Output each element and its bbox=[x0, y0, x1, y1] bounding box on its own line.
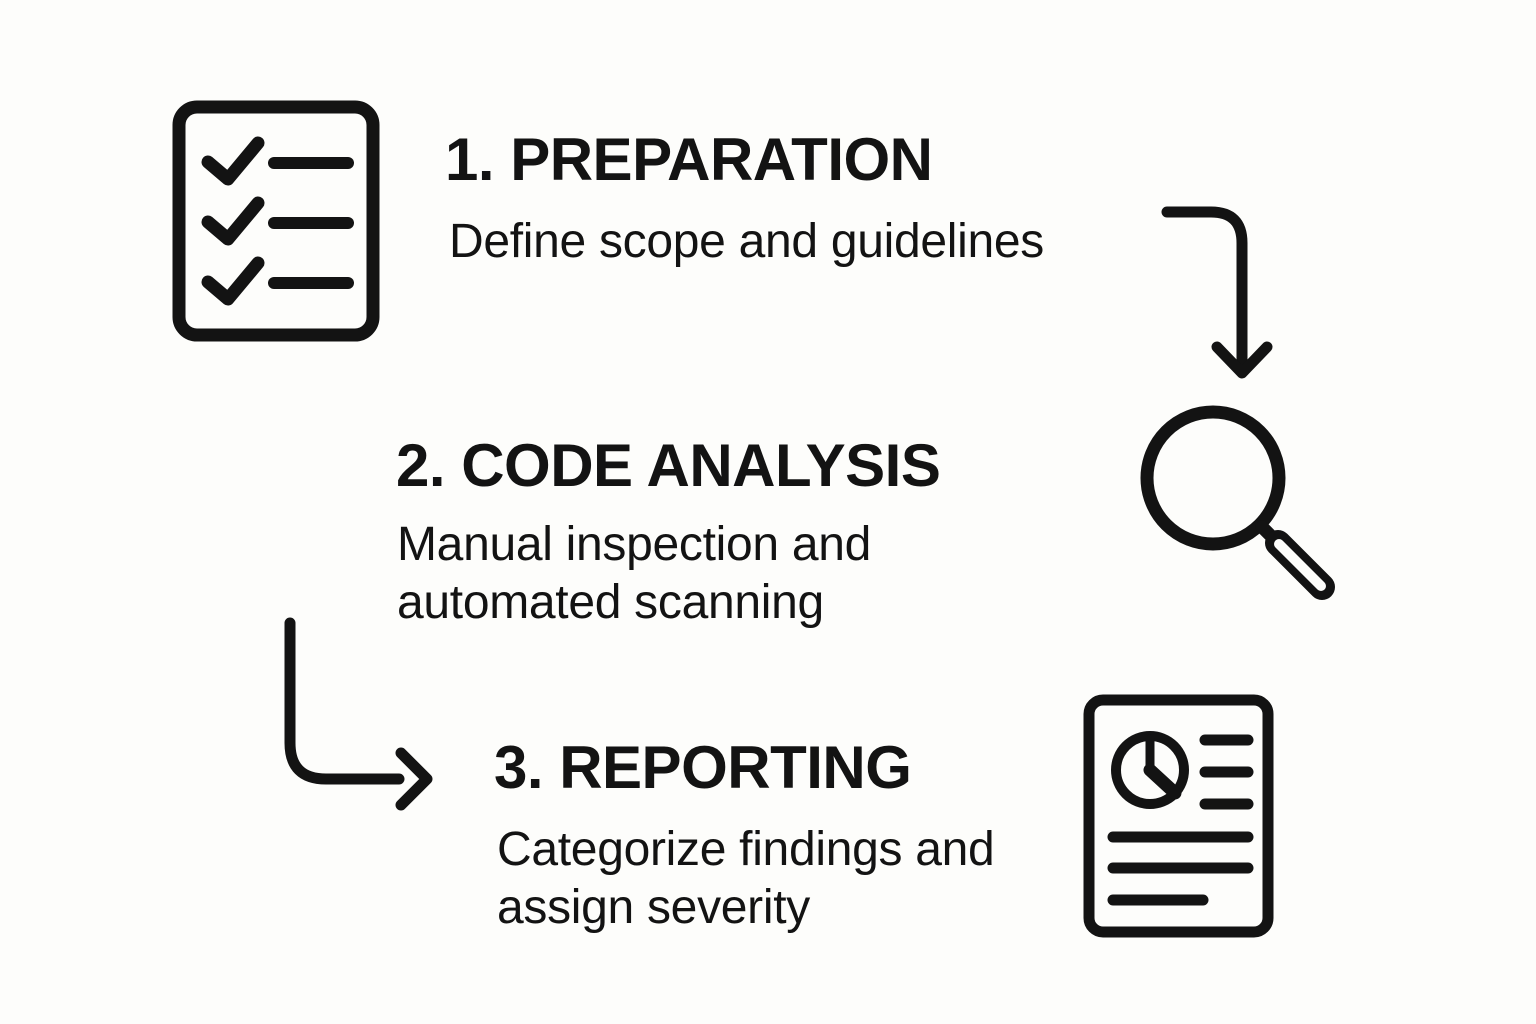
magnifier-lens bbox=[1140, 405, 1286, 551]
checklist-icon bbox=[172, 100, 380, 342]
pie-radius-diagonal bbox=[1143, 763, 1182, 800]
step3-heading: 3. REPORTING bbox=[494, 734, 912, 801]
arrow-step1-to-step2-icon bbox=[1161, 206, 1273, 379]
arrow-shaft bbox=[284, 617, 405, 785]
step3-description: Categorize findings and assign severity bbox=[497, 823, 995, 934]
step2-description: Manual inspection and automated scanning bbox=[397, 518, 872, 629]
step2-heading: 2. CODE ANALYSIS bbox=[396, 432, 941, 499]
arrow-head-right bbox=[395, 747, 433, 811]
step1-heading: 1. PREPARATION bbox=[445, 126, 933, 193]
checkmark-icon bbox=[201, 136, 265, 186]
magnifier-neck bbox=[1255, 520, 1277, 542]
step1-description: Define scope and guidelines bbox=[449, 215, 1044, 268]
report-page-outline bbox=[1083, 694, 1274, 938]
arrow-shaft bbox=[1161, 206, 1248, 377]
magnifier-handle-cutout bbox=[1274, 539, 1326, 591]
arrow-step2-to-step3-icon bbox=[284, 617, 433, 811]
magnifying-glass-icon bbox=[1140, 405, 1335, 600]
report-document-icon bbox=[1083, 694, 1274, 938]
checkmark-icon bbox=[201, 196, 265, 246]
arrow-head-down bbox=[1211, 341, 1273, 379]
checkmark-icon bbox=[201, 256, 265, 306]
checklist-paper-outline bbox=[172, 100, 380, 342]
